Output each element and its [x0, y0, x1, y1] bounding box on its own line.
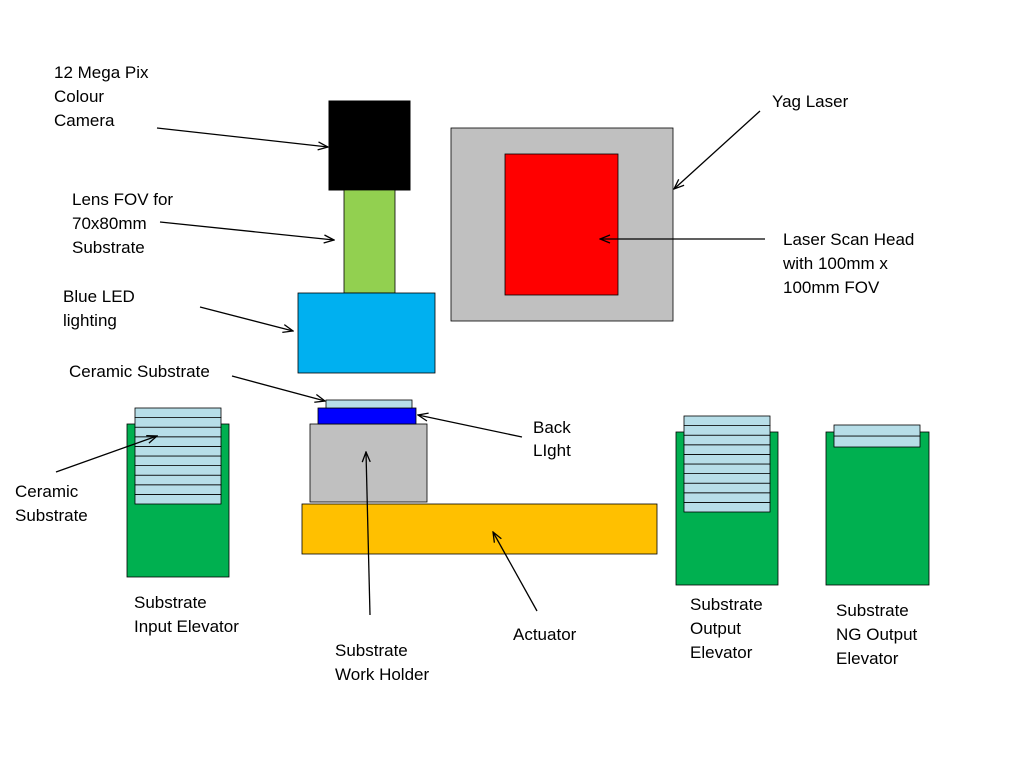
label-actuator: Actuator	[513, 625, 577, 644]
substrate-plate	[134, 445, 222, 457]
arrow-camera	[156, 127, 328, 147]
substrate-plate	[134, 426, 222, 438]
ng-elevator-substrate-stack	[833, 424, 921, 448]
arrow-backlight	[418, 415, 523, 438]
backlight-block	[317, 407, 417, 425]
arrow-led	[199, 306, 293, 331]
label-backlight: Back LIght	[533, 418, 576, 460]
arrow-actuator	[493, 532, 538, 612]
substrate-plate	[683, 453, 771, 465]
substrate-plate	[134, 493, 222, 505]
lens-block	[343, 189, 396, 294]
substrate-plate	[833, 424, 921, 437]
arrow-yag	[674, 110, 761, 189]
substrate-plate	[683, 425, 771, 436]
substrate-plate	[683, 492, 771, 503]
input-elevator-substrate-stack	[134, 407, 222, 505]
camera-block	[328, 100, 411, 191]
label-ceramic-substrate-top: Ceramic Substrate	[69, 362, 210, 381]
output-elevator-substrate-stack	[683, 415, 771, 513]
label-ng-elevator: Substrate NG Output Elevator	[836, 601, 922, 668]
substrate-plate	[683, 444, 771, 455]
substrate-plate	[134, 436, 222, 447]
work-holder-substrate	[325, 399, 413, 409]
substrate-plate	[683, 473, 771, 484]
label-output-elevator: Substrate Output Elevator	[690, 595, 768, 662]
work-holder-block	[309, 423, 428, 503]
substrate-plate	[683, 415, 771, 427]
arrow-ceramic-top	[231, 375, 325, 401]
substrate-plate	[134, 484, 222, 495]
label-yag-laser: Yag Laser	[772, 92, 849, 111]
label-input-elevator: Substrate Input Elevator	[134, 593, 239, 636]
blue-led-block	[297, 292, 436, 374]
substrate-plate	[134, 465, 222, 476]
label-laser-scan-head: Laser Scan Head with 100mm x 100mm FOV	[782, 230, 919, 297]
arrow-work-holder	[366, 452, 370, 616]
substrate-plate	[134, 474, 222, 486]
substrate-plate	[683, 482, 771, 494]
laser-scan-head	[504, 153, 619, 296]
label-work-holder: Substrate Work Holder	[335, 641, 429, 684]
label-lens: Lens FOV for 70x80mm Substrate	[72, 190, 178, 257]
label-blue-led: Blue LED lighting	[63, 287, 140, 330]
ng-elevator-body	[825, 431, 930, 586]
arrow-lens	[159, 221, 334, 240]
label-camera: 12 Mega Pix Colour Camera	[54, 63, 153, 130]
actuator-rail	[301, 503, 658, 555]
arrow-ceramic-left	[55, 436, 157, 473]
label-ceramic-substrate-left: Ceramic Substrate	[15, 482, 88, 525]
substrate-plate	[134, 407, 222, 419]
substrate-plate	[683, 434, 771, 446]
substrate-plate	[134, 455, 222, 467]
substrate-plate	[134, 417, 222, 428]
substrate-plate	[833, 435, 921, 448]
substrate-plate	[683, 463, 771, 475]
substrate-plate	[683, 501, 771, 513]
